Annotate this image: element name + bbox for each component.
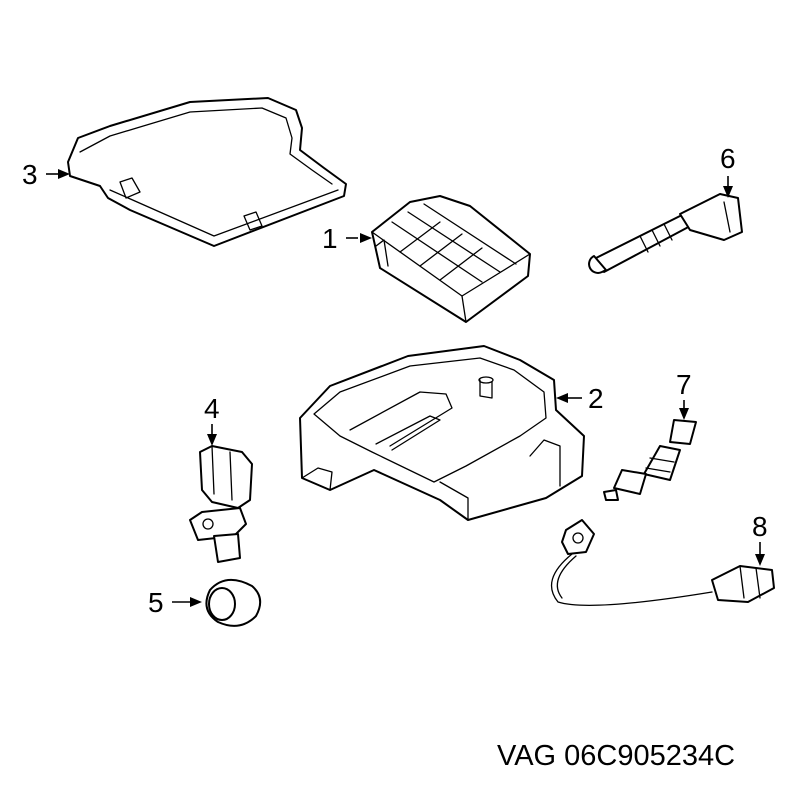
callout-1-label: 1 [322, 223, 338, 254]
sensor-grommet-part [205, 579, 262, 627]
spark-plug-part [603, 419, 697, 501]
callout-2-label: 2 [588, 383, 604, 414]
ignition-coil-part [588, 193, 743, 274]
knock-sensor-part [550, 519, 775, 606]
module-bracket-part [299, 345, 585, 521]
callout-3-label: 3 [22, 159, 38, 190]
part-number-label: VAG 06C905234C [497, 740, 736, 772]
callout-6-label: 6 [720, 143, 736, 174]
control-module-part [371, 195, 531, 323]
camshaft-position-sensor-part [189, 445, 253, 563]
callout-7-label: 7 [676, 369, 692, 400]
callout-8-label: 8 [752, 511, 768, 542]
callout-4-label: 4 [204, 393, 220, 424]
callout-arrows [46, 169, 765, 607]
callout-5-label: 5 [148, 587, 164, 618]
module-cover-part [67, 97, 347, 247]
